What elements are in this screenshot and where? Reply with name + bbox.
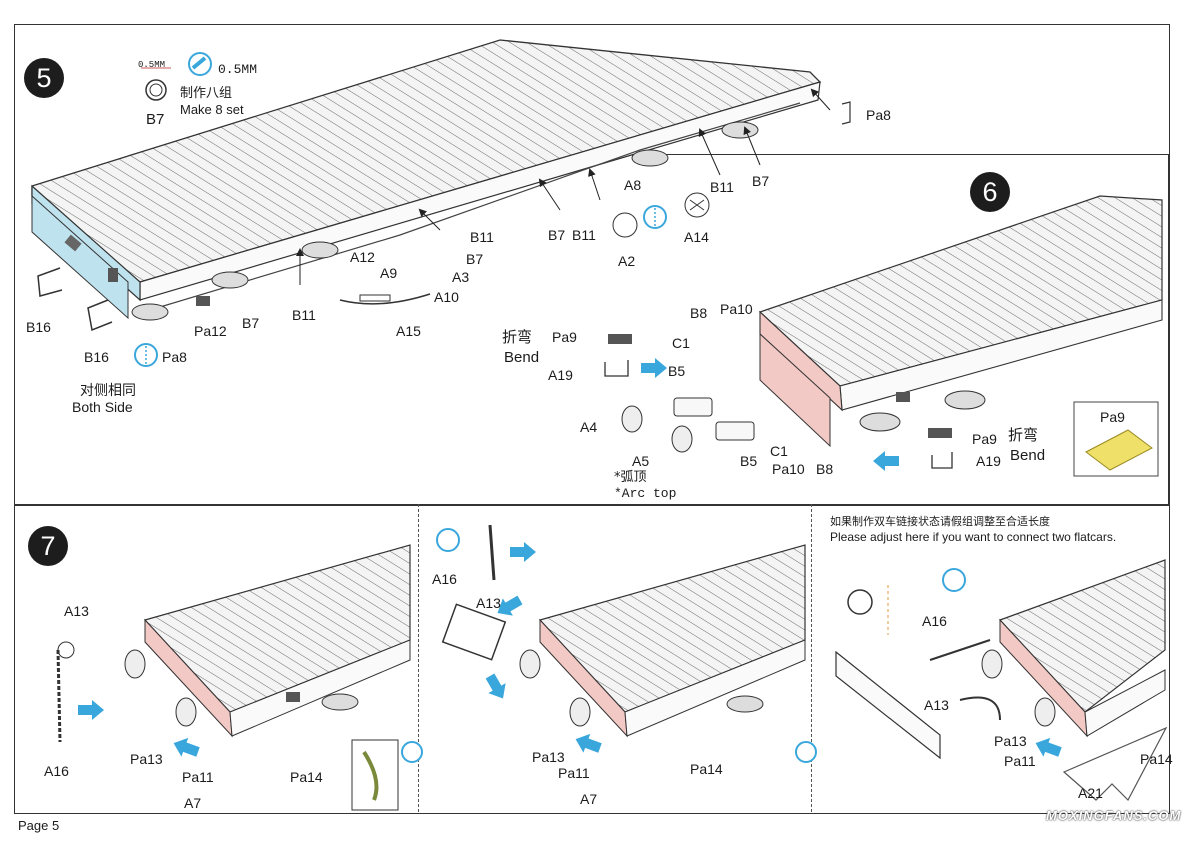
s7m-pa13: Pa13 [532, 749, 565, 765]
a3-label: A3 [452, 269, 470, 285]
b7-ring-label: B7 [146, 111, 165, 128]
step7-divider-b [811, 504, 812, 812]
a8-label: A8 [624, 177, 642, 193]
b7-a-label: B7 [752, 173, 770, 189]
a9-label: A9 [380, 265, 398, 281]
a19-b-label: A19 [976, 453, 1001, 469]
pa9-a-label: Pa9 [552, 329, 577, 345]
pa12-label: Pa12 [194, 323, 227, 339]
step7-right [835, 559, 1168, 801]
step7-divider-a [418, 504, 419, 812]
b7-c-label: B7 [466, 251, 484, 267]
bend-en-1: Bend [504, 349, 540, 366]
s7m-pa11: Pa11 [558, 765, 590, 781]
b16-a-label: B16 [26, 319, 51, 335]
b7-d-label: B7 [242, 315, 260, 331]
step5-flatcar [31, 39, 851, 367]
arc-cn: *弧顶 [614, 470, 647, 485]
s7r-pa13: Pa13 [994, 733, 1027, 749]
s7r-a13: A13 [924, 697, 949, 713]
s7l-a16: A16 [44, 763, 69, 779]
arc-en: *Arc top [614, 486, 677, 501]
c1-b-label: C1 [770, 443, 788, 459]
b7-b-label: B7 [548, 227, 566, 243]
a10-label: A10 [434, 289, 459, 305]
s7r-pa11: Pa11 [1004, 753, 1036, 769]
s7l-pa14: Pa14 [290, 769, 323, 785]
b16-b-label: B16 [84, 349, 109, 365]
step6-flatcar [604, 195, 1163, 477]
size-icon-label: 0.5MM [218, 62, 258, 77]
a12-label: A12 [350, 249, 375, 265]
b5-b-label: B5 [740, 453, 758, 469]
c1-a-label: C1 [672, 335, 690, 351]
s7m-a7: A7 [580, 791, 598, 807]
s7r-a16: A16 [922, 613, 947, 629]
b11-c-label: B11 [470, 229, 494, 245]
b11-b-label: B11 [572, 227, 596, 243]
step5-frame [14, 24, 1170, 506]
s7-note-cn: 如果制作双车链接状态请假组调整至合适长度 [830, 515, 1050, 528]
pa10-b-label: Pa10 [772, 461, 805, 477]
step7-frame [14, 504, 1170, 814]
s7l-a7: A7 [184, 795, 202, 811]
s7m-a16: A16 [432, 571, 457, 587]
bend-cn-1: 折弯 [502, 328, 533, 346]
b11-a-label: B11 [710, 179, 734, 195]
b8-a-label: B8 [690, 305, 708, 321]
bend-cn-2: 折弯 [1008, 426, 1039, 444]
watermark: MOXINGFANS.COM [1046, 808, 1182, 823]
b8-b-label: B8 [816, 461, 834, 477]
a5-label: A5 [632, 453, 650, 469]
make-cn: 制作八组 [180, 86, 233, 101]
step5-number: 5 [24, 58, 64, 98]
s7r-pa14: Pa14 [1140, 751, 1173, 767]
pa8-b-label: Pa8 [162, 349, 187, 365]
both-en: Both Side [72, 399, 133, 415]
pa9-inset-label: Pa9 [1100, 409, 1125, 425]
b11-d-label: B11 [292, 307, 316, 323]
a2-label: A2 [618, 253, 636, 269]
s7l-a13: A13 [64, 603, 89, 619]
step7-left [56, 544, 423, 811]
pa10-a-label: Pa10 [720, 301, 753, 317]
pa9-b-label: Pa9 [972, 431, 997, 447]
s7r-a21: A21 [1078, 785, 1103, 801]
bend-en-2: Bend [1010, 447, 1046, 464]
make-en: Make 8 set [180, 102, 244, 117]
b5-a-label: B5 [668, 363, 686, 379]
pa8-top-label: Pa8 [866, 107, 891, 123]
s7l-pa11: Pa11 [182, 769, 214, 785]
size-small-label: 0.5MM [138, 60, 166, 70]
a19-a-label: A19 [548, 367, 573, 383]
step6-frame [480, 154, 1169, 505]
a14-label: A14 [684, 229, 709, 245]
both-cn: 对侧相同 [80, 383, 136, 399]
a4-label: A4 [580, 419, 598, 435]
step7-mid [436, 524, 817, 763]
page-label: Page 5 [18, 818, 60, 833]
s7-note-en: Please adjust here if you want to connec… [830, 530, 1117, 544]
s7l-pa13: Pa13 [130, 751, 163, 767]
s7m-a13: A13 [476, 595, 501, 611]
s7m-pa14: Pa14 [690, 761, 723, 777]
a15-label: A15 [396, 323, 421, 339]
step6-number: 6 [970, 172, 1010, 212]
step7-number: 7 [28, 526, 68, 566]
